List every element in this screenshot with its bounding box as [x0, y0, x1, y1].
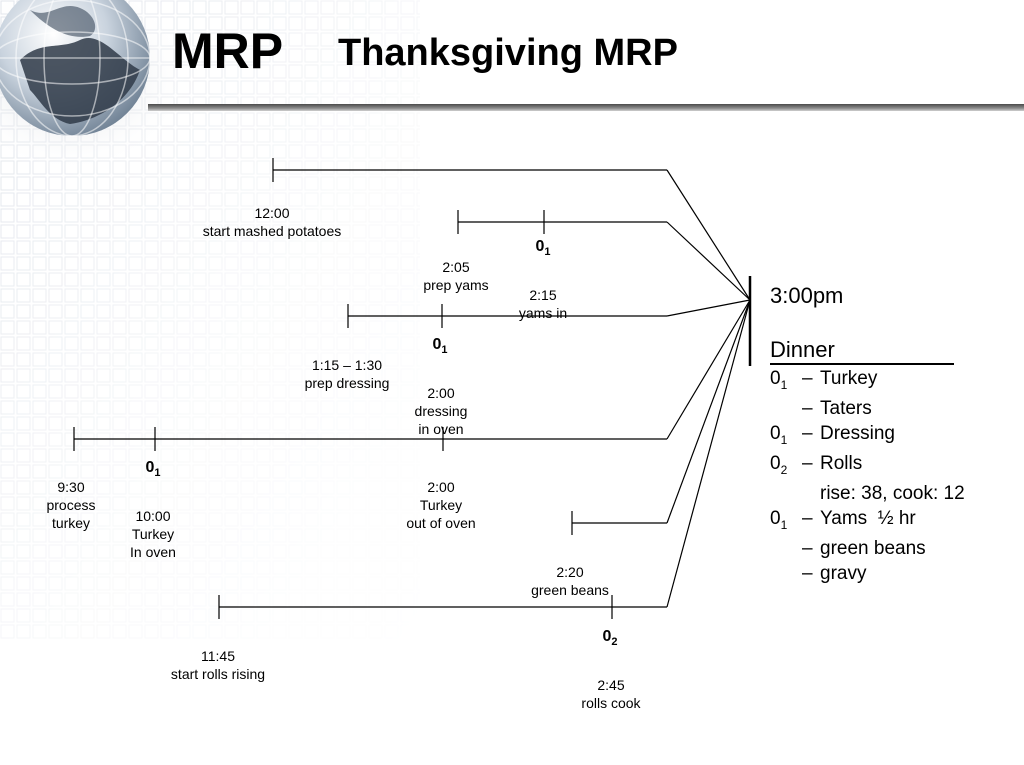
- title-divider: [148, 104, 1024, 111]
- dinner-item: –Taters: [802, 397, 872, 419]
- order-turkey-in-oven: 01: [145, 459, 161, 480]
- diag-mashed-potatoes: [666, 169, 751, 301]
- dinner-item: –gravy: [802, 562, 867, 584]
- dinner-item: 02 –Rolls: [770, 452, 863, 477]
- dinner-item-detail: rise: 38, cook: 12: [820, 483, 965, 505]
- diag-yams: [666, 221, 751, 301]
- order-rolls-cook: 02: [602, 628, 618, 649]
- globe-icon: [0, 0, 151, 137]
- dinner-item: 01 –Dressing: [770, 422, 895, 447]
- logo-text: MRP: [172, 23, 284, 79]
- page-title: Thanksgiving MRP: [338, 32, 678, 74]
- diag-rolls: [666, 299, 751, 608]
- dinner-heading: Dinner: [770, 337, 954, 365]
- order-dressing-in-oven: 01: [432, 336, 448, 357]
- dinner-panel: 3:00pm Dinner 01 –Turkey –Taters 01 –Dre…: [770, 283, 1020, 587]
- dinner-item: 01 –Yams ½ hr: [770, 507, 916, 532]
- order-yams-in: 01: [535, 238, 551, 259]
- dinner-item: –green beans: [802, 538, 926, 560]
- dinner-time: 3:00pm: [770, 283, 844, 308]
- dinner-item: 01 –Turkey: [770, 367, 878, 392]
- diag-dressing: [666, 299, 751, 317]
- diag-green-beans: [666, 299, 751, 524]
- diag-turkey: [666, 299, 751, 440]
